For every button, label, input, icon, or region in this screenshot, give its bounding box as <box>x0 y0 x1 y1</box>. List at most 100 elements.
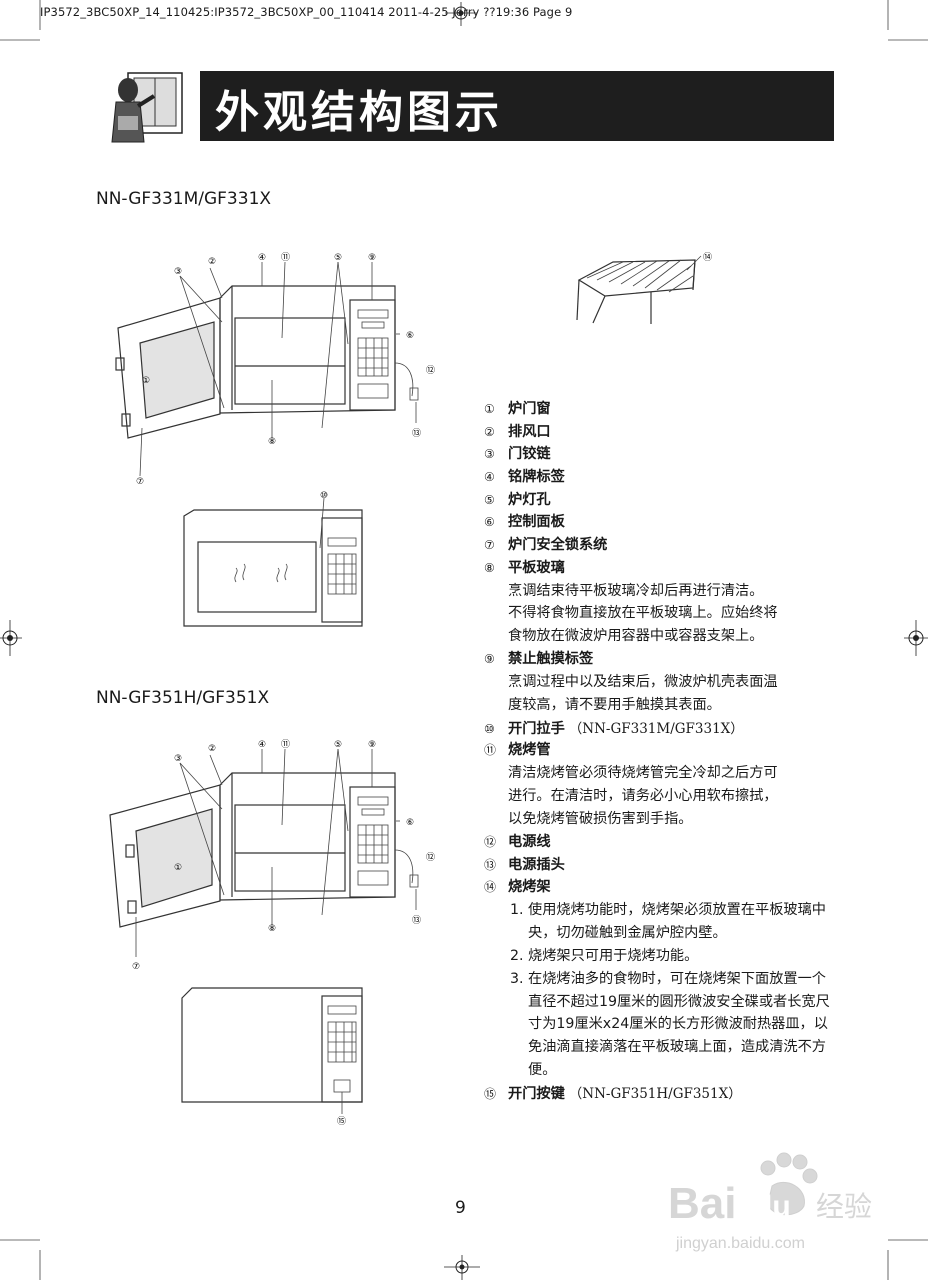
legend-note: （NN-GF331M/GF331X） <box>568 720 744 737</box>
legend-item: ③ 门铰链 <box>484 443 834 466</box>
legend-label: 炉门窗 <box>508 401 551 417</box>
callout-6: ⑥ <box>406 331 414 341</box>
callout-13: ⑬ <box>412 428 421 439</box>
legend-number: ⑥ <box>484 515 495 530</box>
callout-2: ② <box>208 257 216 267</box>
legend-item: ⑧ 平板玻璃 <box>484 557 834 580</box>
legend-item: ⑫ 电源线 <box>484 831 834 854</box>
legend-label: 烧烤管 <box>508 742 551 759</box>
callout-13: ⑬ <box>412 915 421 926</box>
legend-item: ⑥ 控制面板 <box>484 511 834 534</box>
callout-8: ⑧ <box>268 437 276 447</box>
legend-sub-item: 3.在烧烤油多的食物时，可在烧烤架下面放置一个直径不超过19厘米的圆形微波安全碟… <box>510 970 830 1079</box>
legend-number: ③ <box>484 447 495 462</box>
legend-label: 禁止触摸标签 <box>508 651 594 668</box>
crosshair-bottom <box>444 1255 480 1280</box>
legend-number: ⑩ <box>484 721 495 736</box>
callout-1: ① <box>142 376 150 386</box>
legend-label: 开门按键 <box>508 1086 565 1103</box>
legend-label: 烧烤架 <box>508 879 551 896</box>
callout-6: ⑥ <box>406 818 414 828</box>
legend-number: ② <box>484 424 495 439</box>
legend-number: ⑮ <box>484 1087 497 1102</box>
legend-item: ⑨ 禁止触摸标签 <box>484 648 834 671</box>
legend-item: ④ 铭牌标签 <box>484 466 834 489</box>
callout-3: ③ <box>174 267 182 277</box>
callout-12: ⑫ <box>426 365 435 376</box>
legend-label: 开门拉手 <box>508 720 565 737</box>
parts-legend: ① 炉门窗 ② 排风口 ③ 门铰链 ④ 铭牌标签 ⑤ 炉灯孔 ⑥ 控制面板 ⑦ 炉门安全锁系统… <box>484 398 834 1105</box>
callout-11: ⑪ <box>281 252 290 263</box>
svg-text:jingyan.baidu.com: jingyan.baidu.com <box>675 1235 805 1252</box>
legend-number: ⑫ <box>484 834 497 849</box>
legend-item: ① 炉门窗 <box>484 398 834 421</box>
legend-description: 烹调过程中以及结束后，微波炉机壳表面温度较高，请不要用手触摸其表面。 <box>508 673 778 713</box>
model-label-b: NN-GF351H/GF351X <box>96 688 270 708</box>
legend-item: ⑭ 烧烤架 <box>484 876 834 899</box>
callout-9: ⑨ <box>368 253 376 263</box>
callout-4: ④ <box>258 253 266 263</box>
callout-4: ④ <box>258 740 266 750</box>
microwave-open-diagram-a: ① ② ③ ④ ⑤ ⑥ ⑦ ⑧ ⑨ ⑪ ⑫ ⑬ <box>115 252 435 487</box>
microwave-closed-diagram-a: ⑩ <box>183 491 363 627</box>
legend-label: 电源线 <box>508 833 551 850</box>
legend-label: 电源插头 <box>508 856 565 873</box>
callout-5: ⑤ <box>334 253 342 263</box>
title-bar <box>200 71 834 141</box>
microwave-closed-diagram-b: ⑮ <box>181 987 363 1127</box>
callout-9: ⑨ <box>368 740 376 750</box>
legend-label: 排风口 <box>508 423 551 440</box>
callout-10: ⑩ <box>320 491 328 501</box>
legend-number: ⑪ <box>484 743 497 758</box>
legend-label: 门铰链 <box>508 446 551 463</box>
legend-number: ⑨ <box>484 652 495 667</box>
model-label-a: NN-GF331M/GF331X <box>96 189 272 209</box>
legend-label: 炉门安全锁系统 <box>508 537 608 554</box>
legend-label: 铭牌标签 <box>508 469 565 486</box>
person-window-icon <box>111 72 183 143</box>
callout-8: ⑧ <box>268 924 276 934</box>
legend-sub-item: 2.烧烤架只可用于烧烤功能。 <box>510 947 699 964</box>
legend-number: ⑧ <box>484 560 495 575</box>
legend-label: 炉灯孔 <box>508 491 551 508</box>
legend-label: 平板玻璃 <box>508 559 565 576</box>
legend-item: ⑦ 炉门安全锁系统 <box>484 534 834 557</box>
legend-item: ⑬ 电源插头 <box>484 854 834 877</box>
callout-15: ⑮ <box>337 1116 346 1127</box>
legend-item: ⑤ 炉灯孔 <box>484 489 834 512</box>
legend-number: ⑬ <box>484 857 497 872</box>
callout-7: ⑦ <box>136 477 144 487</box>
legend-number: ⑤ <box>484 492 495 507</box>
legend-number: ⑭ <box>484 880 497 895</box>
callout-14: ⑭ <box>703 252 712 263</box>
legend-description: 烹调结束待平板玻璃冷却后再进行清洁。不得将食物直接放在平板玻璃上。应始终将食物放… <box>508 582 778 645</box>
legend-number: ④ <box>484 470 495 485</box>
svg-text:du: du <box>754 1190 791 1223</box>
callout-3: ③ <box>174 754 182 764</box>
legend-item: ⑮ 开门按键（NN-GF351H/GF351X） <box>484 1082 834 1105</box>
legend-sub-item: 1.使用烧烤功能时，烧烤架必须放置在平板玻璃中央，切勿碰触到金属炉腔内壁。 <box>510 901 826 941</box>
page-number: 9 <box>455 1198 466 1218</box>
legend-label: 控制面板 <box>508 514 565 531</box>
legend-number: ① <box>484 402 495 416</box>
legend-number: ⑦ <box>484 538 495 553</box>
grill-rack-diagram: ⑭ <box>576 252 712 324</box>
callout-5: ⑤ <box>334 740 342 750</box>
legend-item: ⑩ 开门拉手（NN-GF331M/GF331X） <box>484 717 834 740</box>
svg-text:Bai: Bai <box>668 1179 736 1228</box>
legend-note: （NN-GF351H/GF351X） <box>568 1086 742 1103</box>
callout-12: ⑫ <box>426 852 435 863</box>
page-title: 外观结构图示 <box>215 87 503 138</box>
legend-item: ⑪ 烧烤管 <box>484 739 834 762</box>
crosshair-left <box>0 620 22 656</box>
baidu-jingyan-watermark: Bai du 经验 jingyan.baidu.com <box>668 1152 872 1252</box>
legend-item: ② 排风口 <box>484 421 834 444</box>
callout-7: ⑦ <box>132 962 140 972</box>
callout-2: ② <box>208 744 216 754</box>
microwave-open-diagram-b: ① ② ③ ④ ⑤ ⑥ ⑦ ⑧ ⑨ ⑪ ⑫ ⑬ <box>109 739 435 972</box>
svg-text:经验: 经验 <box>816 1190 872 1223</box>
crosshair-top <box>445 2 477 26</box>
crosshair-right <box>904 620 928 656</box>
callout-11: ⑪ <box>281 739 290 750</box>
